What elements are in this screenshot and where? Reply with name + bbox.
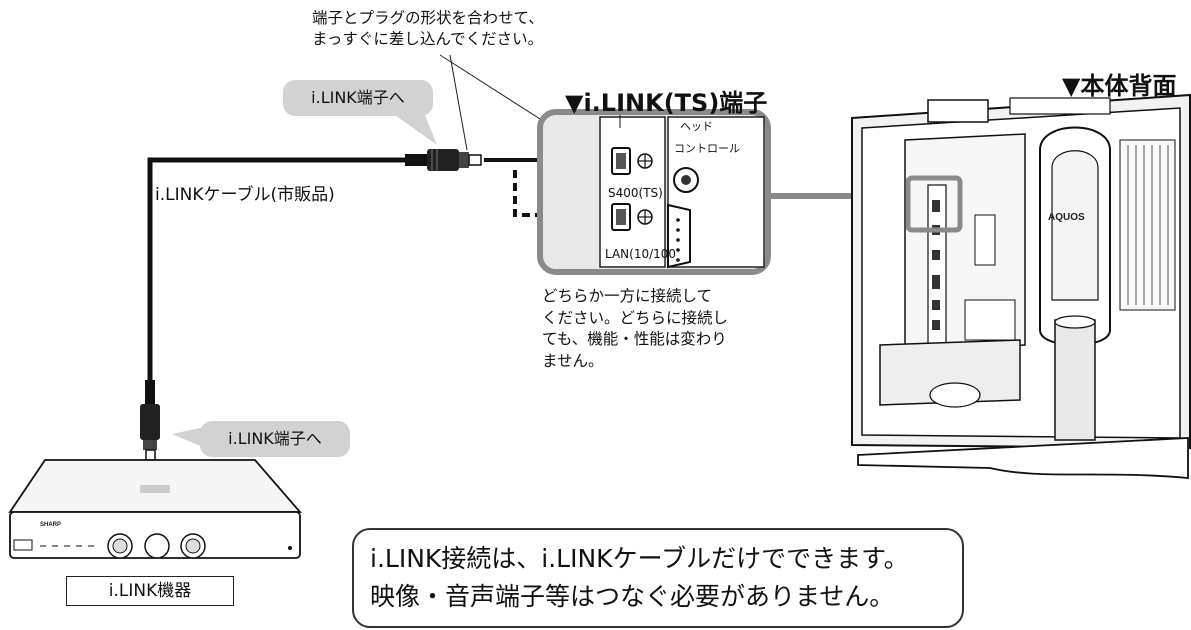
- device-brand-text: SHARP: [40, 522, 61, 528]
- leader-line-2: [449, 54, 468, 151]
- ilink-cable: [147, 157, 410, 385]
- bubble-ilink-bottom: i.LINK端子へ: [200, 421, 350, 457]
- plug-instruction: 端子とプラグの形状を合わせて、 まっすぐに差し込んでください。: [312, 8, 544, 50]
- bubble-top-pointer: [395, 115, 437, 145]
- panel-label-control: コントロール: [674, 142, 740, 155]
- summary-callout-line-2: 映像・音声端子等はつなぐ必要がありません。: [370, 582, 895, 611]
- device-label: i.LINK機器: [66, 576, 234, 606]
- connection-note-line-3: ても、機能・性能は変わり: [542, 330, 727, 348]
- ts-port-zoom-panel: [537, 109, 771, 275]
- bubble-bottom-pointer: [172, 427, 205, 448]
- connection-note-line-1: どちらか一方に接続して: [542, 287, 713, 305]
- bubble-ilink-top: i.LINK端子へ: [283, 80, 433, 116]
- ilink-device-illustration: SHARP: [8, 459, 302, 559]
- panel-label-jack-top: ヘッド: [680, 120, 713, 133]
- summary-callout-line-1: i.LINK接続は、i.LINKケーブルだけでできます。: [370, 544, 909, 573]
- cable-plug-bottom: [140, 380, 160, 461]
- panel-label-lan: LAN(10/100: [605, 247, 676, 261]
- summary-callout: i.LINK接続は、i.LINKケーブルだけでできます。 映像・音声端子等はつな…: [352, 528, 964, 628]
- ts-port-title: ▼i.LINK(TS)端子: [565, 89, 768, 117]
- connection-note: どちらか一方に接続して ください。どちらに接続し ても、機能・性能は変わり ませ…: [542, 286, 728, 372]
- cable-plug-top: [405, 149, 482, 171]
- tv-rear-illustration: AQUOS: [851, 93, 1191, 479]
- rear-view-title: ▼本体背面: [1062, 72, 1177, 100]
- connection-note-line-4: ません。: [542, 351, 604, 370]
- tv-brand-text: AQUOS: [1048, 212, 1085, 223]
- plug-instruction-line-2: まっすぐに差し込んでください。: [312, 30, 544, 48]
- tv-ts-port-highlight: [905, 175, 963, 233]
- panel-label-s400: S400(TS): [608, 186, 663, 200]
- plug-instruction-line-1: 端子とプラグの形状を合わせて、: [312, 9, 544, 27]
- cable-label: i.LINKケーブル(市販品): [155, 185, 335, 205]
- connection-note-line-2: ください。どちらに接続し: [542, 308, 729, 327]
